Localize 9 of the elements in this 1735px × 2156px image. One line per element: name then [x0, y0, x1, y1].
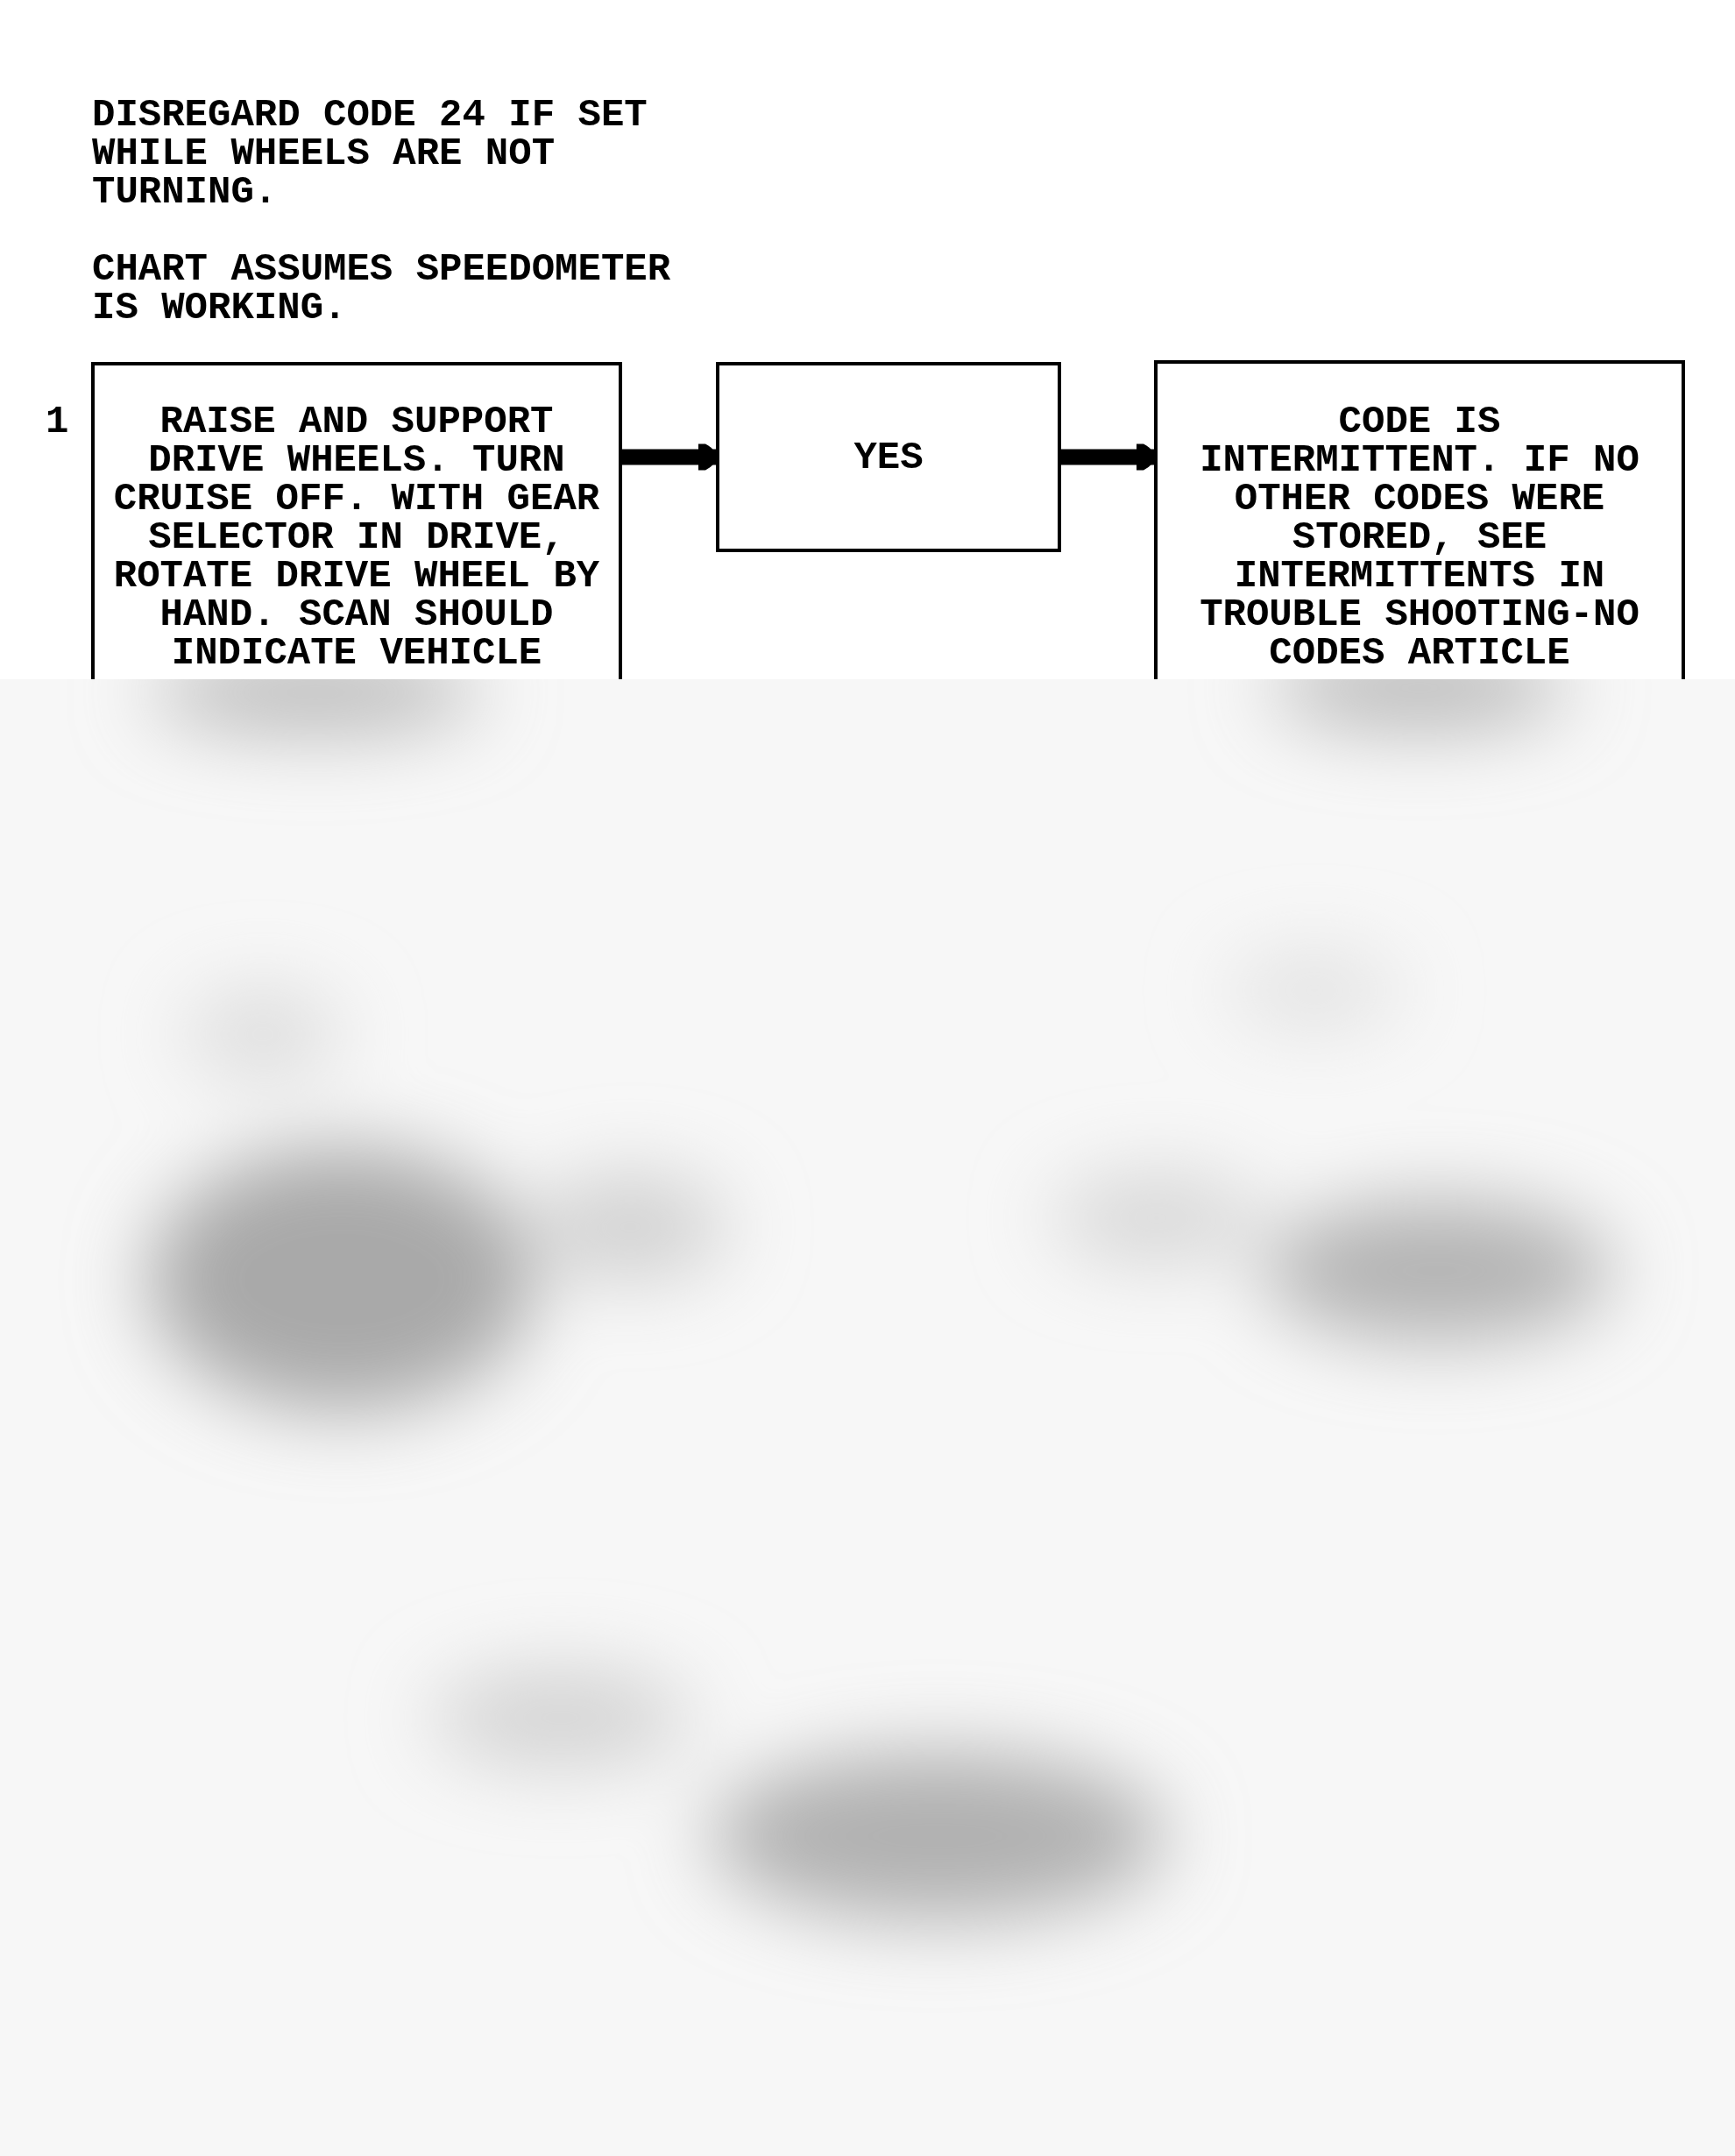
- answer-text: YES: [853, 437, 924, 477]
- process-box: [716, 362, 1061, 552]
- note-text: DISREGARD CODE 24 IF SET WHILE WHEELS ARE NOT TURNING.: [92, 96, 648, 211]
- process-box: [1154, 360, 1685, 679]
- result-text: CODE IS INTERMITTENT. IF NO OTHER CODES WERE STORED, SEE INTERMITTENTS IN TROUBLE SHOOTING-NO CODES ARTICLE: [1199, 402, 1640, 672]
- step-text: RAISE AND SUPPORT DRIVE WHEELS. TURN CRUISE OFF. WITH GEAR SELECTOR IN DRIVE, ROTATE DRIVE WHEEL BY HAND. SCAN SHOULD INDICATE VEHICLE: [112, 402, 601, 672]
- note-text: CHART ASSUMES SPEEDOMETER IS WORKING.: [92, 250, 672, 327]
- step-number: 1: [46, 402, 69, 441]
- process-box: [91, 362, 622, 679]
